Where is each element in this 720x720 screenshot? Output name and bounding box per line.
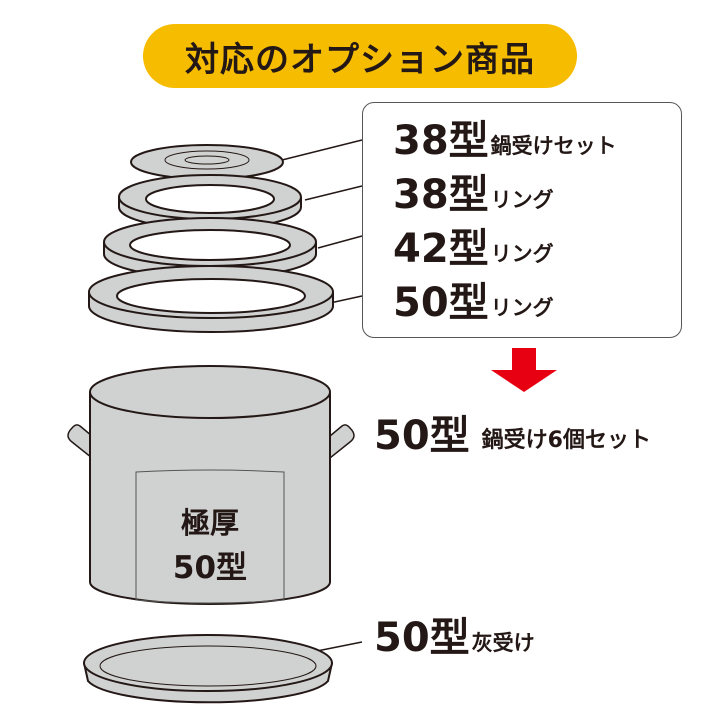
ash-tray-label: 50型 灰受け — [374, 610, 535, 658]
ring-50-icon — [88, 265, 334, 333]
ash-tray-icon — [83, 634, 333, 704]
ash-tray-name: 灰受け — [471, 631, 535, 655]
option-size: 42型 — [393, 226, 489, 272]
options-box: 38型 鍋受けセット 38型 リング 42型 リング 50型 リング — [362, 102, 682, 338]
option-item: 38型 鍋受けセット — [393, 109, 617, 161]
replacement-label: 50型 鍋受け6個セット — [374, 408, 651, 456]
pot-label-line1: 極厚 — [181, 506, 239, 540]
down-arrow-icon — [491, 348, 557, 392]
replacement-name: 鍋受け6個セット — [481, 428, 651, 453]
option-name: リング — [490, 188, 554, 212]
replacement-size: 50型 — [374, 413, 470, 459]
title-text: 対応のオプション商品 — [185, 39, 535, 80]
title-badge: 対応のオプション商品 — [143, 24, 577, 88]
pot-stand-38-icon — [130, 144, 284, 180]
option-name: 鍋受けセット — [490, 134, 617, 158]
pot-icon — [67, 365, 355, 605]
option-size: 38型 — [393, 118, 489, 164]
option-item: 38型 リング — [393, 163, 554, 215]
option-name: リング — [490, 242, 554, 266]
ash-tray-size: 50型 — [374, 615, 470, 661]
option-size: 50型 — [393, 280, 489, 326]
pot-label-line2: 50型 — [173, 550, 247, 586]
option-name: リング — [490, 296, 554, 320]
option-item: 50型 リング — [393, 271, 554, 323]
option-size: 38型 — [393, 172, 489, 218]
option-item: 42型 リング — [393, 217, 554, 269]
